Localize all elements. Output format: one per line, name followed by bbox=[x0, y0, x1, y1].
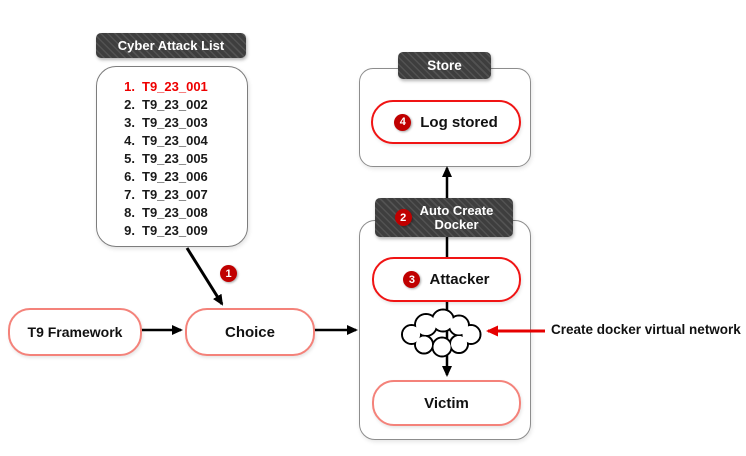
step-badge-4: 4 bbox=[394, 113, 412, 131]
attack-list-item: 1. T9_23_001 bbox=[124, 79, 208, 95]
victim-label: Victim bbox=[424, 394, 469, 412]
t9-framework-label: T9 Framework bbox=[27, 324, 123, 340]
attack-list-item: 5. T9_23_005 bbox=[124, 151, 208, 166]
auto-create-docker-label: Auto Create Docker bbox=[419, 202, 494, 232]
attacker-label: Attacker bbox=[429, 271, 490, 288]
attack-list-item: 7. T9_23_007 bbox=[124, 186, 208, 202]
log-stored-node: 4 Log stored bbox=[371, 100, 521, 144]
store-header-label: Store bbox=[427, 58, 462, 73]
step-badge-1: 1 bbox=[220, 265, 237, 282]
attack-list-item: 4. T9_23_004 bbox=[124, 133, 208, 149]
create-docker-annotation: Create docker virtual network bbox=[551, 322, 741, 337]
attack-list-item: 6. T9_23_006 bbox=[124, 168, 208, 184]
attack-list-item: 3. T9_23_003 bbox=[124, 115, 208, 131]
step-badge-3: 3 bbox=[403, 271, 421, 288]
t9-framework-node: T9 Framework bbox=[8, 308, 142, 356]
victim-node: Victim bbox=[372, 380, 521, 426]
cyber-attack-list-header: Cyber Attack List bbox=[96, 33, 246, 58]
attacker-node: 3 Attacker bbox=[372, 257, 521, 302]
arrow-list-to-choice bbox=[185, 247, 224, 306]
cyber-attack-list: 1. T9_23_001 2. T9_23_002 3. T9_23_003 4… bbox=[96, 66, 248, 247]
cyber-attack-list-header-label: Cyber Attack List bbox=[117, 38, 225, 53]
store-header: Store bbox=[398, 52, 491, 79]
attack-list-item: 9. T9_23_009 bbox=[124, 222, 208, 238]
attack-list-item: 8. T9_23_008 bbox=[124, 204, 208, 220]
attack-list-item: 2. T9_23_002 bbox=[124, 97, 208, 113]
step-badge-2: 2 bbox=[394, 209, 412, 226]
choice-node: Choice bbox=[185, 308, 315, 356]
auto-create-docker-header: 2 Auto Create Docker bbox=[375, 198, 513, 237]
log-stored-label: Log stored bbox=[420, 113, 498, 131]
choice-label: Choice bbox=[224, 323, 275, 341]
